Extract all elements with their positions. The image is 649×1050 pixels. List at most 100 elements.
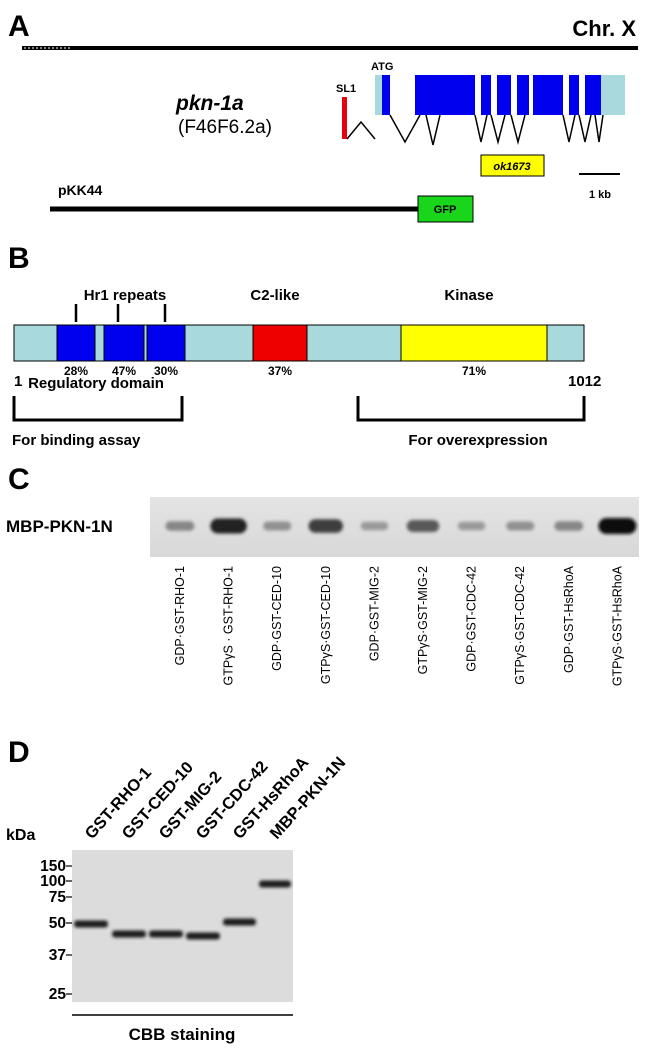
gel-c-band	[457, 521, 486, 531]
protein-domain-map	[13, 324, 585, 362]
identity-kinase: 71%	[462, 364, 486, 378]
marker-label: 37	[49, 947, 66, 964]
identity-hr1-3: 30%	[154, 364, 178, 378]
row-label: MBP-PKN-1N	[6, 517, 113, 536]
intron	[578, 114, 592, 143]
gel-c-bands	[165, 518, 637, 534]
gel-d-band	[186, 932, 220, 940]
panel-b: B Hr1 repeats C2-like Kinase 28% 47% 30%…	[8, 242, 601, 449]
gel-c-lane-label: GTPγS·GST-CED-10	[319, 566, 333, 684]
gel-c-lane-label: GTPγS · GST-RHO-1	[222, 566, 236, 686]
gel-c-band	[598, 518, 637, 534]
gel-d-band	[74, 920, 108, 928]
construct-label: pKK44	[58, 182, 103, 198]
exon	[595, 75, 601, 115]
exon	[481, 75, 491, 115]
overexpression-bracket	[356, 396, 586, 422]
panel-b-letter: B	[8, 242, 30, 275]
intron	[510, 114, 526, 145]
gel-c-band	[165, 521, 195, 531]
gel-c-band	[210, 518, 247, 534]
exon	[569, 75, 579, 115]
sl1-label: SL1	[336, 83, 356, 95]
marker-label: 25	[49, 986, 67, 1003]
identity-c2: 37%	[268, 364, 292, 378]
exon	[382, 75, 390, 115]
gene-name: pkn-1a	[175, 92, 244, 115]
gel-c-band	[360, 521, 389, 531]
residue-end: 1012	[568, 373, 601, 390]
identity-hr1-1: 28%	[64, 364, 88, 378]
regulatory-label: Regulatory domain	[28, 375, 164, 392]
staining-label: CBB staining	[129, 1025, 236, 1044]
c2-label: C2-like	[250, 287, 299, 304]
intron	[389, 114, 421, 144]
exon	[585, 75, 595, 115]
gene-id: (F46F6.2a)	[178, 117, 272, 138]
gfp-label: GFP	[434, 204, 457, 216]
kda-unit: kDa	[6, 827, 35, 844]
intron	[425, 114, 441, 146]
gel-d-band	[223, 918, 256, 926]
panel-a-letter: A	[8, 10, 30, 43]
deletion-label: ok1673	[493, 161, 530, 173]
gel-c-lane-label: GTPγS·GST-HsRhoA	[610, 565, 624, 686]
gel-c-lane-label: GDP·GST-RHO-1	[173, 566, 187, 665]
gel-d-band	[149, 930, 183, 938]
hr1-repeat-3	[146, 324, 186, 362]
atg-label: ATG	[371, 61, 393, 73]
c2-like-domain	[252, 324, 308, 362]
gel-d-band	[112, 930, 146, 938]
gel-c-band	[308, 519, 344, 533]
panel-d: D GST-RHO-1GST-CED-10GST-MIG-2GST-CDC-42…	[6, 736, 349, 1044]
intron	[490, 114, 506, 145]
gel-c-lane-label: GDP·GST-CDC-42	[465, 566, 479, 672]
gel-c-lane-label: GDP·GST-MIG-2	[367, 566, 381, 661]
panel-d-letter: D	[8, 736, 30, 769]
gel-c-lane-label: GDP·GST-HsRhoA	[562, 565, 576, 673]
intron	[562, 114, 576, 143]
deletion-box	[480, 154, 545, 177]
gel-d-bands	[74, 880, 291, 940]
binding-bracket	[12, 396, 184, 422]
intron	[594, 114, 604, 143]
binding-label: For binding assay	[12, 432, 141, 449]
exon	[497, 75, 511, 115]
intron	[474, 114, 488, 143]
chromosome-label: Chr. X	[572, 16, 636, 41]
marker-label: 75	[49, 889, 67, 906]
gel-c-band	[406, 520, 440, 532]
exon	[426, 75, 475, 115]
gel-c-band	[506, 521, 535, 531]
gel-d-lane-labels: GST-RHO-1GST-CED-10GST-MIG-2GST-CDC-42GS…	[82, 754, 350, 843]
utr-5prime	[375, 75, 382, 115]
kinase-domain	[400, 324, 548, 362]
gel-c-band	[554, 521, 584, 531]
gfp-box	[417, 195, 474, 223]
intron	[346, 120, 376, 140]
residue-start: 1	[14, 373, 22, 390]
hr1-repeat-2	[103, 324, 145, 362]
gel-d	[72, 850, 293, 1002]
sl1-exon	[342, 97, 347, 139]
gel-c-lane-label: GTPγS·GST-MIG-2	[416, 566, 430, 674]
gel-c-lane-label: GTPγS·GST-CDC-42	[513, 566, 527, 685]
kinase-label: Kinase	[444, 287, 493, 304]
exon	[415, 75, 426, 115]
exon	[517, 75, 529, 115]
marker-label: 150	[40, 858, 66, 875]
overexpression-label: For overexpression	[408, 432, 547, 449]
panel-c-letter: C	[8, 463, 30, 496]
panel-a: A Chr. X pkn-1a (F46F6.2a) SL1 ATG	[8, 10, 638, 223]
hr1-label: Hr1 repeats	[84, 287, 167, 304]
identity-hr1-2: 47%	[112, 364, 136, 378]
gel-c-band	[263, 521, 292, 531]
gel-d-band	[259, 880, 291, 888]
marker-label: 50	[49, 915, 66, 932]
marker-label: 100	[40, 873, 66, 890]
panel-c: C MBP-PKN-1N GDP·GST-RHO-1 GTPγS · GST-RH…	[6, 463, 639, 686]
utr-3prime	[601, 75, 625, 115]
exon	[533, 75, 563, 115]
